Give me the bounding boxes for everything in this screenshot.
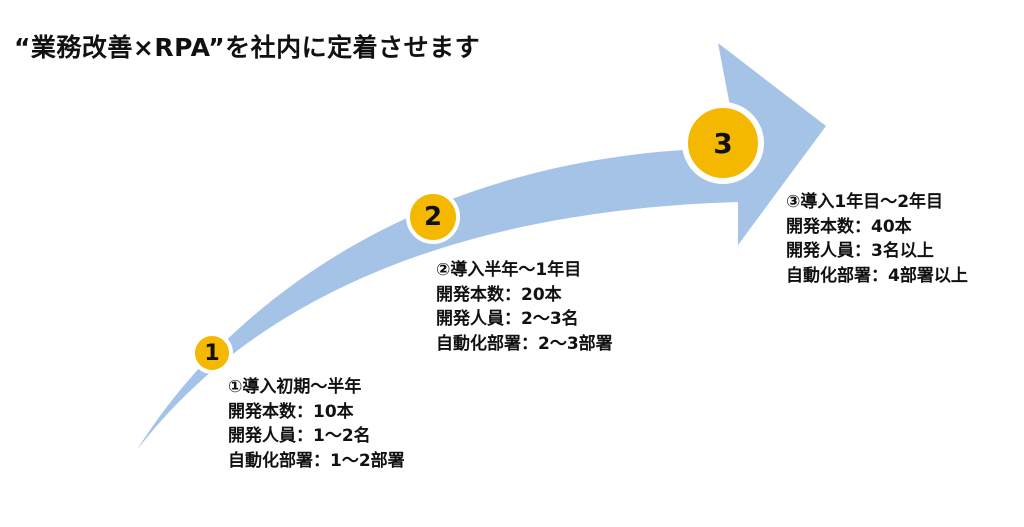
stage-2-dev-count: 開発本数：20本 [436,284,562,305]
stage-2-heading: ②導入半年～1年目 [436,260,582,280]
stage-1-developers: 開発人員：1～2名 [228,426,371,446]
stage-2-departments: 自動化部署：2～3部署 [436,333,613,354]
stage-1-dev-count: 開発本数：10本 [228,401,354,422]
stage-3-details: ③導入1年目～2年目 開発本数：40本 開発人員：3名以上 自動化部署：4部署以… [786,190,968,288]
stage-3-departments: 自動化部署：4部署以上 [786,265,968,286]
stage-1-details: ①導入初期～半年 開発本数：10本 開発人員：1～2名 自動化部署：1～2部署 [228,375,405,473]
stage-3-dev-count: 開発本数：40本 [786,216,912,237]
stage-1-heading: ①導入初期～半年 [228,377,362,397]
stage-3-number: 3 [713,126,733,160]
stage-3-developers: 開発人員：3名以上 [786,241,934,261]
stage-2-number: 2 [423,202,443,232]
stage-2-developers: 開発人員：2～3名 [436,309,579,329]
page-title: “業務改善×RPA”を社内に定着させます [14,33,481,62]
growth-arrow-shape [137,43,826,450]
stage-1-number: 1 [204,340,220,366]
stage-1-badge: 1 [191,332,233,374]
stage-3-heading: ③導入1年目～2年目 [786,192,944,212]
stage-3-badge: 3 [682,102,764,184]
stage-1-departments: 自動化部署：1～2部署 [228,450,405,471]
stage-2-badge: 2 [406,190,460,244]
stage-2-details: ②導入半年～1年目 開発本数：20本 開発人員：2～3名 自動化部署：2～3部署 [436,258,613,356]
